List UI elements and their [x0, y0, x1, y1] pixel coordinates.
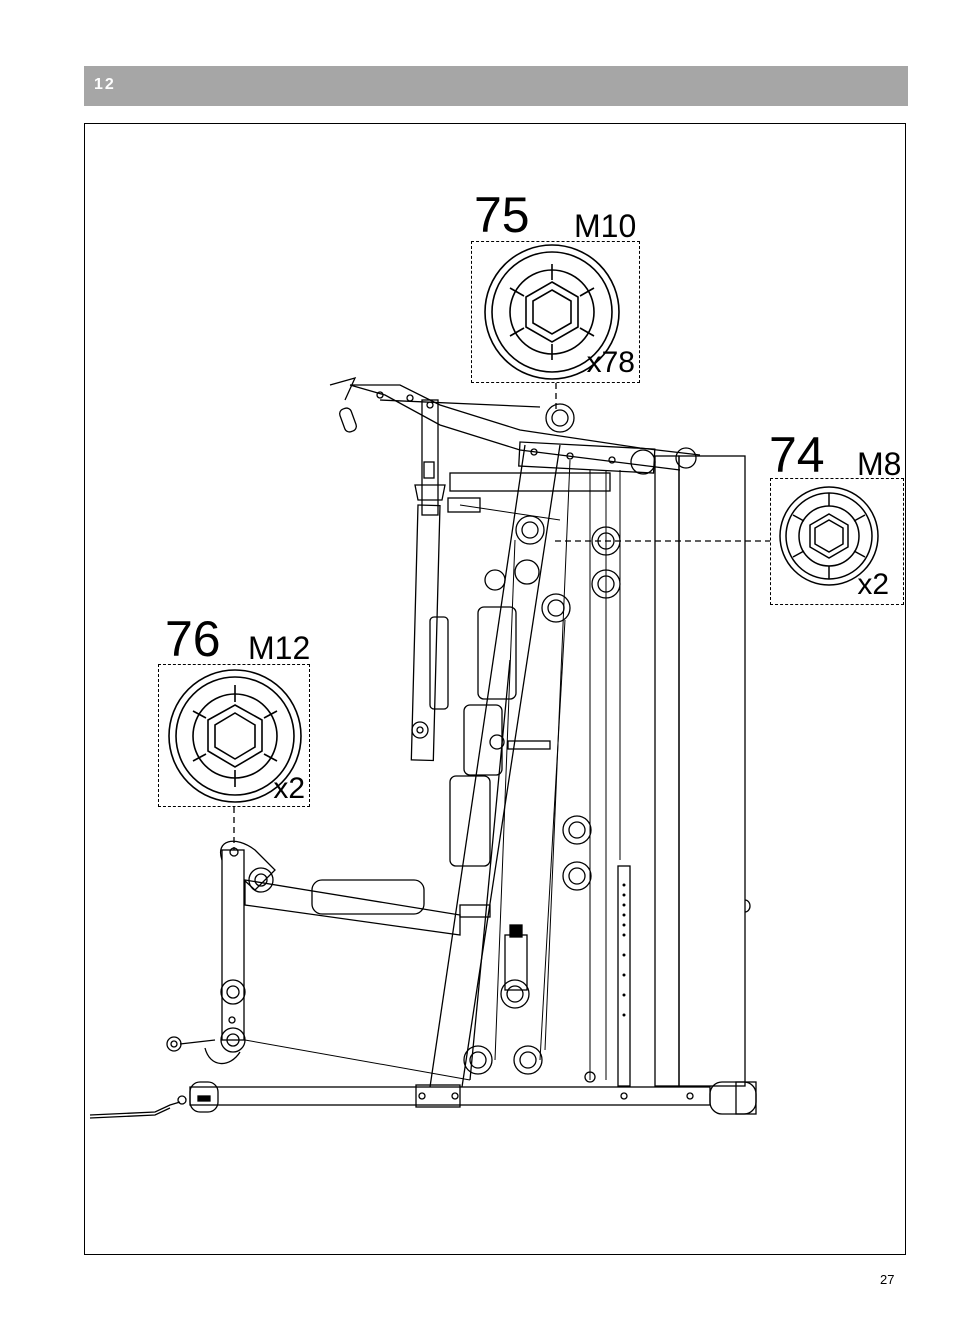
part-75-size: M10	[574, 210, 636, 242]
part-76-quantity: x2	[273, 774, 305, 804]
page-number: 27	[880, 1272, 894, 1287]
part-74-size: M8	[857, 448, 901, 480]
part-75-box: x78	[471, 241, 640, 383]
part-76-box: x2	[158, 664, 310, 807]
part-74-number: 74	[769, 430, 825, 480]
part-74-quantity: x2	[857, 570, 889, 600]
part-75-number: 75	[474, 190, 530, 240]
part-76-number: 76	[165, 614, 221, 664]
part-76-size: M12	[248, 632, 310, 664]
part-75-quantity: x78	[587, 348, 635, 378]
leader-lines	[234, 383, 770, 850]
part-74-box: x2	[770, 478, 904, 605]
